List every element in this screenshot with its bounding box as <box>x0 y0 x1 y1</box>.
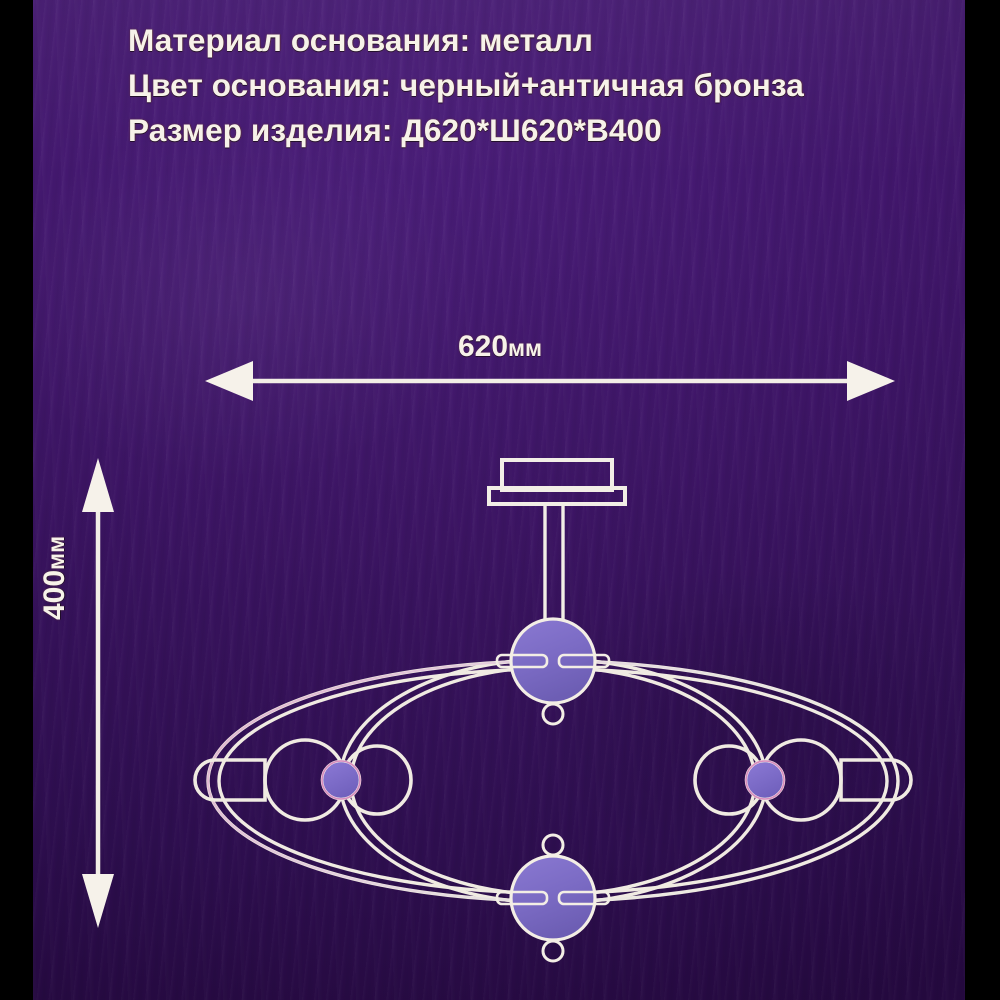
width-arrow-head-left <box>205 361 253 401</box>
width-unit: мм <box>508 335 543 361</box>
height-arrow-head-top <box>82 458 114 512</box>
lower-hub-loop-ring-top <box>541 833 565 857</box>
lower-hub-loop-ring-bottom <box>541 939 565 963</box>
ceiling-mount-box <box>500 458 614 492</box>
lower-hub-disc <box>509 854 597 942</box>
left-node-fringe <box>321 760 361 800</box>
right-socket <box>839 758 913 802</box>
width-dimension-arrow <box>205 361 895 401</box>
spec-line-color: Цвет основания: черный+античная бронза <box>128 67 804 103</box>
spec-text-block: Материал основания: металл Цвет основани… <box>128 18 948 153</box>
spec-line-size: Размер изделия: Д620*Ш620*В400 <box>128 112 662 148</box>
height-arrow-head-bottom <box>82 874 114 928</box>
purple-backdrop <box>33 0 965 1000</box>
height-value: 400 <box>38 569 71 620</box>
upper-hub-assembly <box>495 617 611 726</box>
lower-hub-assembly <box>495 833 611 963</box>
right-node-fringe <box>745 760 785 800</box>
upper-hub-disc <box>509 617 597 705</box>
left-socket <box>193 758 267 802</box>
height-dimension-label: 400мм <box>38 536 72 620</box>
width-value: 620 <box>457 330 509 363</box>
width-dimension-label: 620мм <box>0 330 1000 364</box>
spec-line-material: Материал основания: металл <box>128 22 594 58</box>
lower-hub-slot-right <box>557 890 611 906</box>
ceiling-mount-plate <box>487 486 627 506</box>
height-unit: мм <box>43 535 69 570</box>
width-arrow-head-right <box>847 361 895 401</box>
upper-hub-loop-ring <box>541 702 565 726</box>
lower-hub-slot-left <box>495 890 549 906</box>
upper-hub-slot-right <box>557 653 611 669</box>
upper-hub-slot-left <box>495 653 549 669</box>
height-dimension-arrow <box>82 458 114 928</box>
